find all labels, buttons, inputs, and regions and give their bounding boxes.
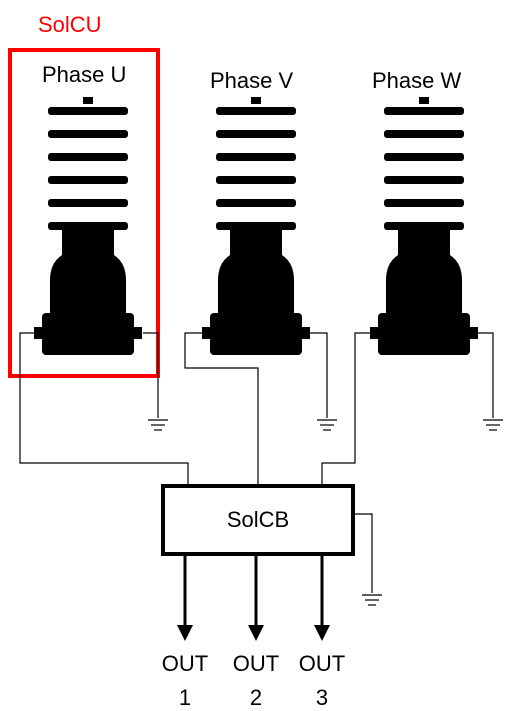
phase-w-insulator [370, 95, 478, 355]
phase-u-ground-wire [143, 332, 159, 418]
output-arrow-2 [248, 556, 264, 641]
output-1-number: 1 [179, 685, 191, 710]
phase-u-signal-wire [19, 332, 189, 486]
output-2-label: OUT [233, 651, 279, 676]
solcu-label: SolCU [38, 12, 102, 37]
phase-w-signal-wire [321, 332, 373, 486]
phase-v-ground-wire [310, 332, 328, 418]
output-2-number: 2 [250, 685, 262, 710]
output-3-number: 3 [316, 685, 328, 710]
solcb-box [161, 484, 355, 556]
phase-v-insulator [202, 95, 310, 355]
output-3-label: OUT [299, 651, 345, 676]
output-arrow-1 [177, 556, 193, 641]
phase-w-label: Phase W [372, 68, 461, 93]
phase-u-ground-icon [147, 419, 169, 431]
phase-w-ground-icon [482, 419, 504, 431]
phase-u-label: Phase U [42, 62, 126, 87]
phase-u-insulator [34, 95, 142, 355]
phase-v-label: Phase V [210, 68, 293, 93]
phase-v-ground-icon [316, 419, 338, 431]
solcb-ground-icon [361, 594, 383, 606]
solcb-label: SolCB [227, 507, 289, 532]
phase-w-ground-wire [478, 332, 494, 418]
output-1-label: OUT [162, 651, 208, 676]
solcu-highlight-box [8, 48, 160, 378]
solcb-ground-wire [355, 513, 373, 593]
output-arrow-3 [314, 556, 330, 641]
phase-v-signal-wire [184, 332, 259, 486]
